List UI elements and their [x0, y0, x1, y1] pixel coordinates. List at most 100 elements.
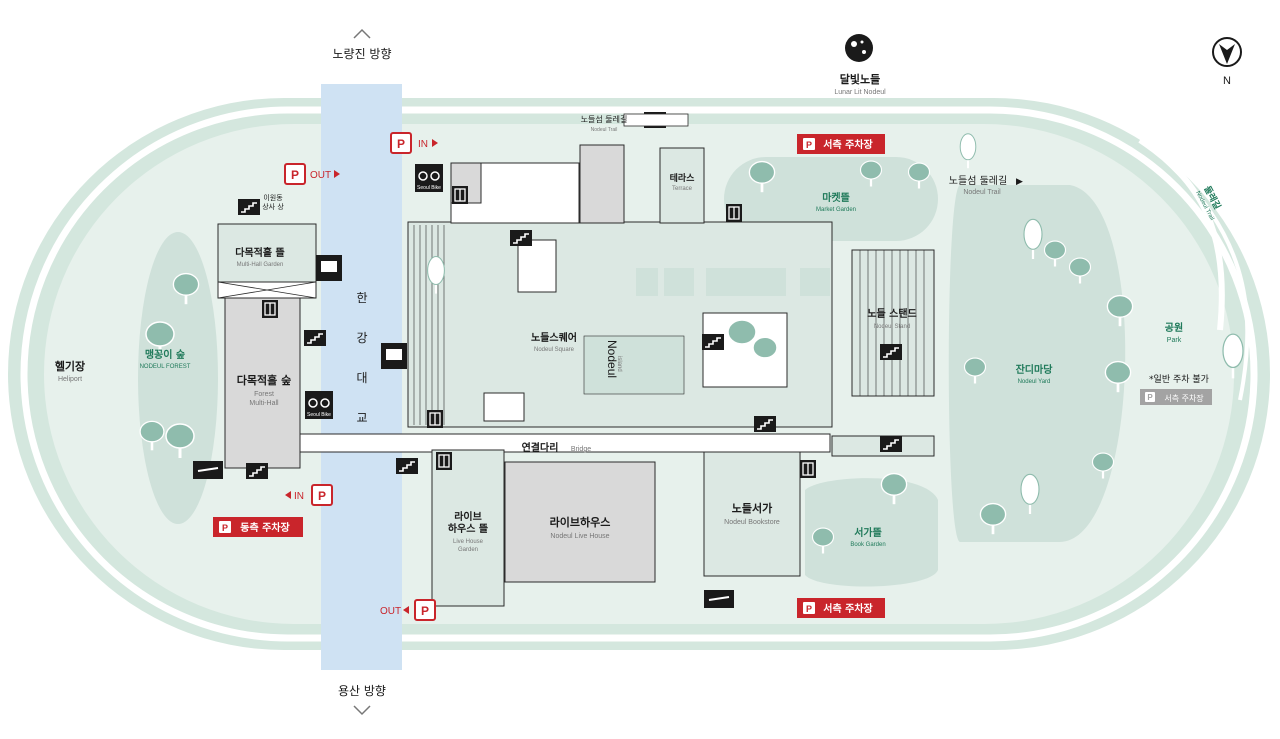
park-label-en: Park — [1167, 337, 1182, 344]
parking-icon: P — [421, 604, 429, 618]
parking-out-label: OUT — [380, 606, 401, 617]
square-planter — [583, 335, 685, 395]
bookstore-label: 노들서가 — [732, 501, 772, 515]
terrace-block — [659, 147, 705, 224]
island-label: Nodeul — [605, 340, 619, 378]
parking-out-label: OUT — [310, 170, 331, 181]
multi-hall-building — [224, 297, 301, 469]
live-garden-label-en1: Live House — [453, 539, 484, 545]
forest-label-en: NODEUL FOREST — [140, 364, 191, 370]
forest-area — [138, 232, 218, 524]
square-label: 노들스퀘어 — [531, 331, 577, 344]
trail-top-rail — [623, 113, 689, 127]
multi-hall-label-en1: Forest — [254, 391, 274, 398]
hangang-bridge-road — [321, 84, 402, 670]
bookstore-label-en: Nodeul Bookstore — [724, 519, 780, 526]
parking-icon: P — [806, 604, 812, 614]
park-label: 공원 — [1165, 321, 1183, 334]
direction-south: 용산 방향 — [338, 684, 386, 698]
connecting-bridge — [299, 433, 831, 453]
moon-label-en: Lunar Lit Nodeul — [834, 89, 886, 96]
north-building-mid — [579, 144, 625, 224]
bridge-label: 연결다리 — [522, 441, 559, 454]
market-garden — [724, 157, 938, 241]
trail-right-label: 노들섬 둘레길 — [949, 174, 1007, 187]
book-garden-lawn — [805, 478, 938, 587]
island-label-en: island — [616, 356, 622, 372]
west-parking-top-badge[interactable]: P 서측 주차장 — [797, 134, 885, 154]
book-garden-label-en: Book Garden — [850, 542, 885, 548]
trail-arrow-icon: ▶ — [1016, 177, 1023, 187]
seoul-bike-icon-2[interactable]: Seoul Bike — [305, 391, 333, 419]
compass-icon: N — [1212, 37, 1242, 87]
heliport-label: 헬기장 — [55, 359, 85, 373]
west-steps — [413, 225, 445, 425]
stand-label-en: Nodeul Stand — [874, 324, 910, 330]
bridge-char-3: 대 — [356, 371, 367, 385]
book-garden-label: 서가뜰 — [854, 526, 882, 539]
parking-icon: P — [291, 168, 299, 182]
multi-hall-garden-label-en: Multi-Hall Garden — [237, 262, 284, 268]
multi-hall-label: 다목적홀 숲 — [237, 373, 291, 387]
parking-out-top[interactable]: P OUT — [284, 163, 340, 185]
compass-label: N — [1223, 75, 1231, 87]
terrace-label-en: Terrace — [672, 186, 693, 192]
trail-top-label-en: Nodeul Trail — [591, 127, 618, 133]
market-label-en: Market Garden — [816, 207, 856, 213]
terrace-label: 테라스 — [670, 172, 696, 184]
yard-label-en: Nodeul Yard — [1018, 379, 1051, 385]
parking-in-bottom[interactable]: IN P — [285, 484, 333, 506]
moon-label: 달빛노들 — [840, 72, 880, 86]
seoul-bike-icon[interactable]: Seoul Bike — [415, 164, 443, 192]
stand-block — [851, 249, 935, 397]
live-house-label-en: Nodeul Live House — [550, 533, 609, 540]
market-label: 마켓뜰 — [822, 191, 850, 204]
parking-note: *일반 주차 불가 — [1149, 373, 1209, 385]
east-parking-label: 동측 주차장 — [240, 521, 290, 534]
stand-steps — [859, 250, 925, 396]
live-house-building — [504, 461, 656, 583]
parking-icon: P — [397, 137, 405, 151]
trail-right-label-en: Nodeul Trail — [963, 189, 1001, 196]
chevron-up-icon — [353, 28, 371, 39]
east-parking-badge[interactable]: P 동측 주차장 — [213, 517, 303, 537]
multi-hall-garden-block — [217, 223, 317, 283]
stand-label: 노들 스탠드 — [867, 307, 916, 320]
bookstore-building — [703, 451, 801, 577]
square-label-en: Nodeul Square — [534, 347, 575, 353]
planters — [636, 268, 830, 296]
parking-icon: P — [222, 523, 228, 533]
trail-top-label: 노들섬 둘레길 — [581, 114, 628, 124]
heliport-label-en: Heliport — [58, 376, 82, 383]
direction-north: 노량진 방향 — [332, 47, 391, 61]
gray-parking-badge[interactable]: P 서측 주차장 — [1140, 389, 1212, 405]
parking-in-label: IN — [418, 139, 428, 150]
bridge-label-en: Bridge — [571, 446, 591, 453]
parking-icon: P — [806, 140, 812, 150]
seoul-bike-label: Seoul Bike — [307, 412, 331, 418]
moon-icon — [845, 34, 873, 62]
multi-hall-garden-label: 다목적홀 뜰 — [235, 246, 284, 259]
parking-icon: P — [318, 489, 326, 503]
live-house-label: 라이브하우스 — [550, 515, 611, 529]
live-garden-label-1: 라이브 — [454, 510, 482, 523]
parking-icon: P — [1147, 393, 1153, 402]
vendor-label-2: 상사 상 — [262, 202, 284, 211]
bridge-char-1: 한 — [356, 291, 367, 305]
live-garden-label-2: 하우스 뜰 — [448, 522, 488, 535]
multi-hall-label-en2: Multi-Hall — [249, 400, 279, 407]
parking-in-top[interactable]: P IN — [390, 132, 438, 154]
vendor-label-1: 이원동 — [263, 193, 283, 202]
seoul-bike-label: Seoul Bike — [417, 185, 441, 191]
live-garden-label-en2: Garden — [458, 547, 478, 553]
west-parking-bottom-label: 서측 주차장 — [823, 602, 873, 615]
forest-label: 맹꽁이 숲 — [145, 348, 185, 361]
parking-in-label: IN — [294, 491, 304, 502]
bridge-char-4: 교 — [356, 411, 367, 425]
bridge-char-2: 강 — [356, 331, 367, 345]
west-parking-bottom-badge[interactable]: P 서측 주차장 — [797, 598, 885, 618]
parking-out-bottom[interactable]: OUT P — [380, 599, 436, 621]
yard-label: 잔디마당 — [1016, 363, 1054, 376]
west-parking-top-label: 서측 주차장 — [823, 138, 873, 151]
